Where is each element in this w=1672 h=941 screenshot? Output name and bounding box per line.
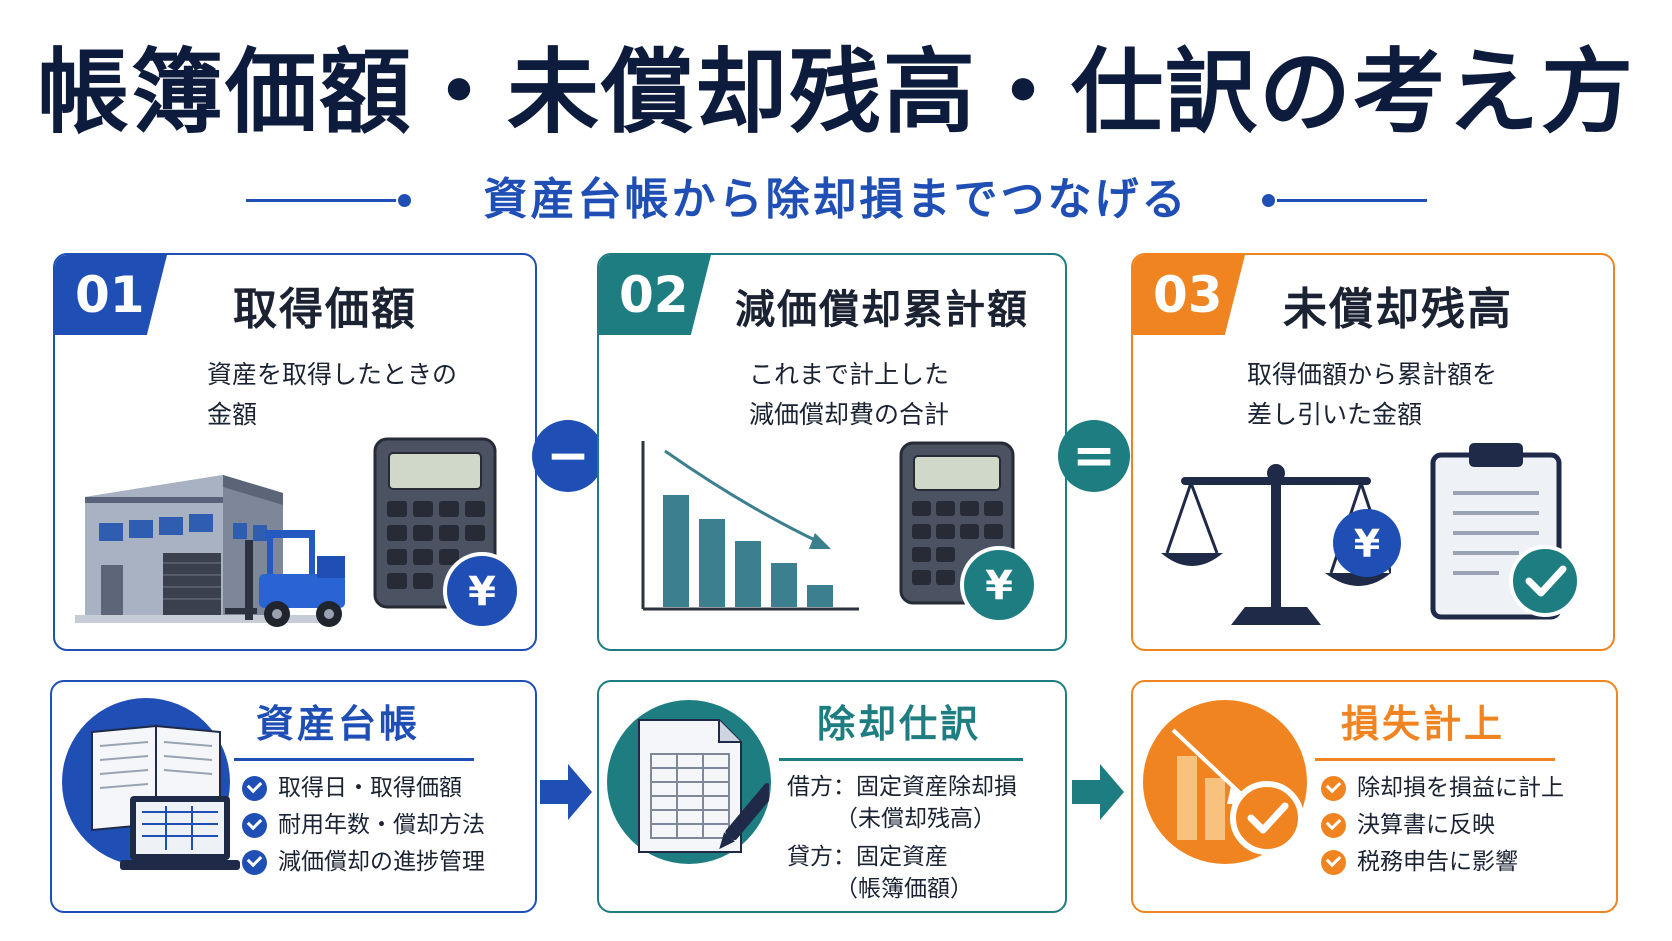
minus-operator: − [532, 420, 604, 492]
ledger-title-rule [234, 758, 474, 761]
page-subtitle: 資産台帳から除却損までつなげる [483, 174, 1189, 225]
yen-icon: ¥ [443, 552, 521, 630]
loss-title: 損失計上 [1341, 702, 1506, 746]
step-description-line-1: 資産を取得したときの [207, 360, 458, 389]
journal-title: 除却仕訳 [817, 702, 982, 746]
step-card-acquisition: 01 取得価額 資産を取得したときの 金額 [53, 253, 537, 651]
journal-debit-label: 借方：固定資産除却損 [787, 774, 1017, 800]
flow-arrow-right [1072, 764, 1124, 820]
declining-chart-check-icon [1171, 728, 1304, 855]
step-card-accumulated-depreciation: 02 減価償却累計額 これまで計上した 減価償却費の合計 ¥ [597, 253, 1067, 651]
check-icon [242, 813, 267, 838]
list-item-text: 減価償却の進捗管理 [278, 849, 485, 875]
list-item: 取得日・取得価額 [242, 770, 485, 807]
journal-debit-note: （未償却残高） [835, 806, 996, 832]
list-item: 除却損を損益に計上 [1321, 770, 1564, 807]
list-item-text: 決算書に反映 [1357, 812, 1495, 838]
page-title: 帳簿価額・未償却残高・仕訳の考え方 [36, 39, 1635, 146]
list-item-text: 税務申告に影響 [1357, 849, 1518, 875]
ledger-title: 資産台帳 [256, 702, 421, 746]
step-number-badge: 02 [599, 255, 711, 335]
check-icon [242, 776, 267, 801]
list-item-text: 除却損を損益に計上 [1357, 775, 1564, 801]
step-description-line-2: 減価償却費の合計 [749, 400, 950, 429]
step-title: 取得価額 [233, 284, 417, 335]
loss-title-rule [1315, 758, 1555, 761]
check-icon [242, 850, 267, 875]
balance-scale-icon [1161, 464, 1391, 625]
step-card-unamortized-balance: 03 未償却残高 取得価額から累計額を 差し引いた金額 ¥ [1131, 253, 1615, 651]
clipboard-check-icon [1430, 443, 1581, 620]
yen-icon: ¥ [960, 546, 1038, 624]
flow-arrow-right [540, 764, 592, 820]
step-title: 未償却残高 [1283, 284, 1513, 335]
factory-icon [75, 475, 325, 623]
check-icon [1321, 813, 1346, 838]
journal-credit-label: 貸方：固定資産 [787, 844, 948, 870]
list-item-text: 取得日・取得価額 [278, 775, 462, 801]
yen-icon: ¥ [1333, 509, 1401, 577]
ledger-laptop-icon [91, 724, 240, 870]
svg-text:¥: ¥ [1354, 522, 1380, 566]
step-number-badge: 03 [1133, 255, 1245, 335]
subtitle-right-rule [1277, 199, 1427, 202]
minus-operator-symbol: − [546, 426, 590, 486]
list-item-text: 耐用年数・償却方法 [278, 812, 485, 838]
journal-credit-note: （帳簿価額） [835, 876, 973, 902]
loss-checklist: 除却損を損益に計上 決算書に反映 税務申告に影響 [1321, 770, 1564, 881]
equals-operator-symbol: = [1072, 426, 1116, 486]
list-item: 税務申告に影響 [1321, 844, 1564, 881]
subtitle-left-dot [398, 194, 411, 207]
list-item: 耐用年数・償却方法 [242, 807, 485, 844]
subtitle-right-dot [1262, 194, 1275, 207]
svg-text:¥: ¥ [468, 569, 496, 615]
spreadsheet-pen-icon [638, 719, 769, 853]
asset-ledger-card: 資産台帳 取得日・取得価額 耐用年数・償却方法 減価償却の進捗管理 [50, 680, 537, 913]
forklift-icon [225, 530, 345, 627]
equals-operator: = [1058, 420, 1130, 492]
list-item: 減価償却の進捗管理 [242, 844, 485, 881]
step-description-line-2: 金額 [207, 400, 258, 429]
disposal-journal-card: 除却仕訳 借方：固定資産除却損 （未償却残高） 貸方：固定資産 （帳簿価額） [597, 680, 1067, 913]
subtitle-row: 資産台帳から除却損までつなげる [0, 172, 1672, 228]
step-number-badge: 01 [55, 255, 167, 335]
ledger-checklist: 取得日・取得価額 耐用年数・償却方法 減価償却の進捗管理 [242, 770, 485, 881]
journal-title-rule [779, 758, 1023, 761]
svg-text:¥: ¥ [985, 563, 1013, 609]
declining-bar-chart-icon [641, 441, 859, 611]
step-title: 減価償却累計額 [735, 287, 1029, 333]
loss-recognition-card: 損失計上 除却損を損益に計上 決算書に反映 税務申告に影響 [1131, 680, 1618, 913]
step-description-line-1: これまで計上した [749, 360, 950, 389]
step-description-line-1: 取得価額から累計額を [1247, 360, 1498, 389]
step-description-line-2: 差し引いた金額 [1247, 400, 1423, 429]
subtitle-left-rule [246, 199, 396, 202]
check-icon [1321, 776, 1346, 801]
check-icon [1321, 850, 1346, 875]
list-item: 決算書に反映 [1321, 807, 1564, 844]
